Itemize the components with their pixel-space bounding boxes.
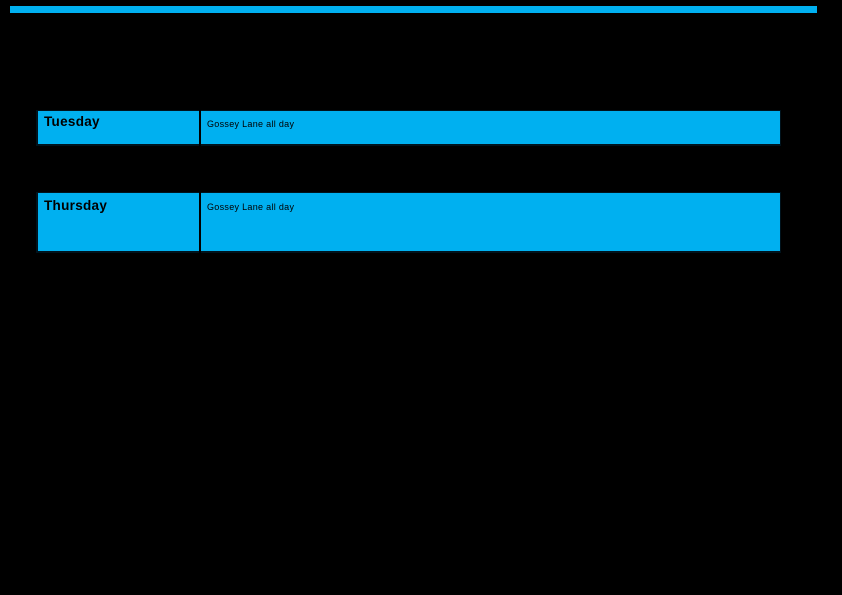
header-rule [10, 6, 817, 13]
detail-label: Gossey Lane all day [207, 202, 295, 212]
schedule-row-tuesday: Tuesday Gossey Lane all day [36, 110, 781, 146]
day-cell: Thursday [36, 192, 199, 253]
schedule-row-thursday: Thursday Gossey Lane all day [36, 192, 781, 253]
day-cell: Tuesday [36, 110, 199, 146]
day-label: Tuesday [44, 114, 100, 129]
detail-cell: Gossey Lane all day [201, 192, 781, 253]
day-label: Thursday [44, 198, 108, 213]
detail-cell: Gossey Lane all day [201, 110, 781, 146]
detail-label: Gossey Lane all day [207, 119, 295, 129]
